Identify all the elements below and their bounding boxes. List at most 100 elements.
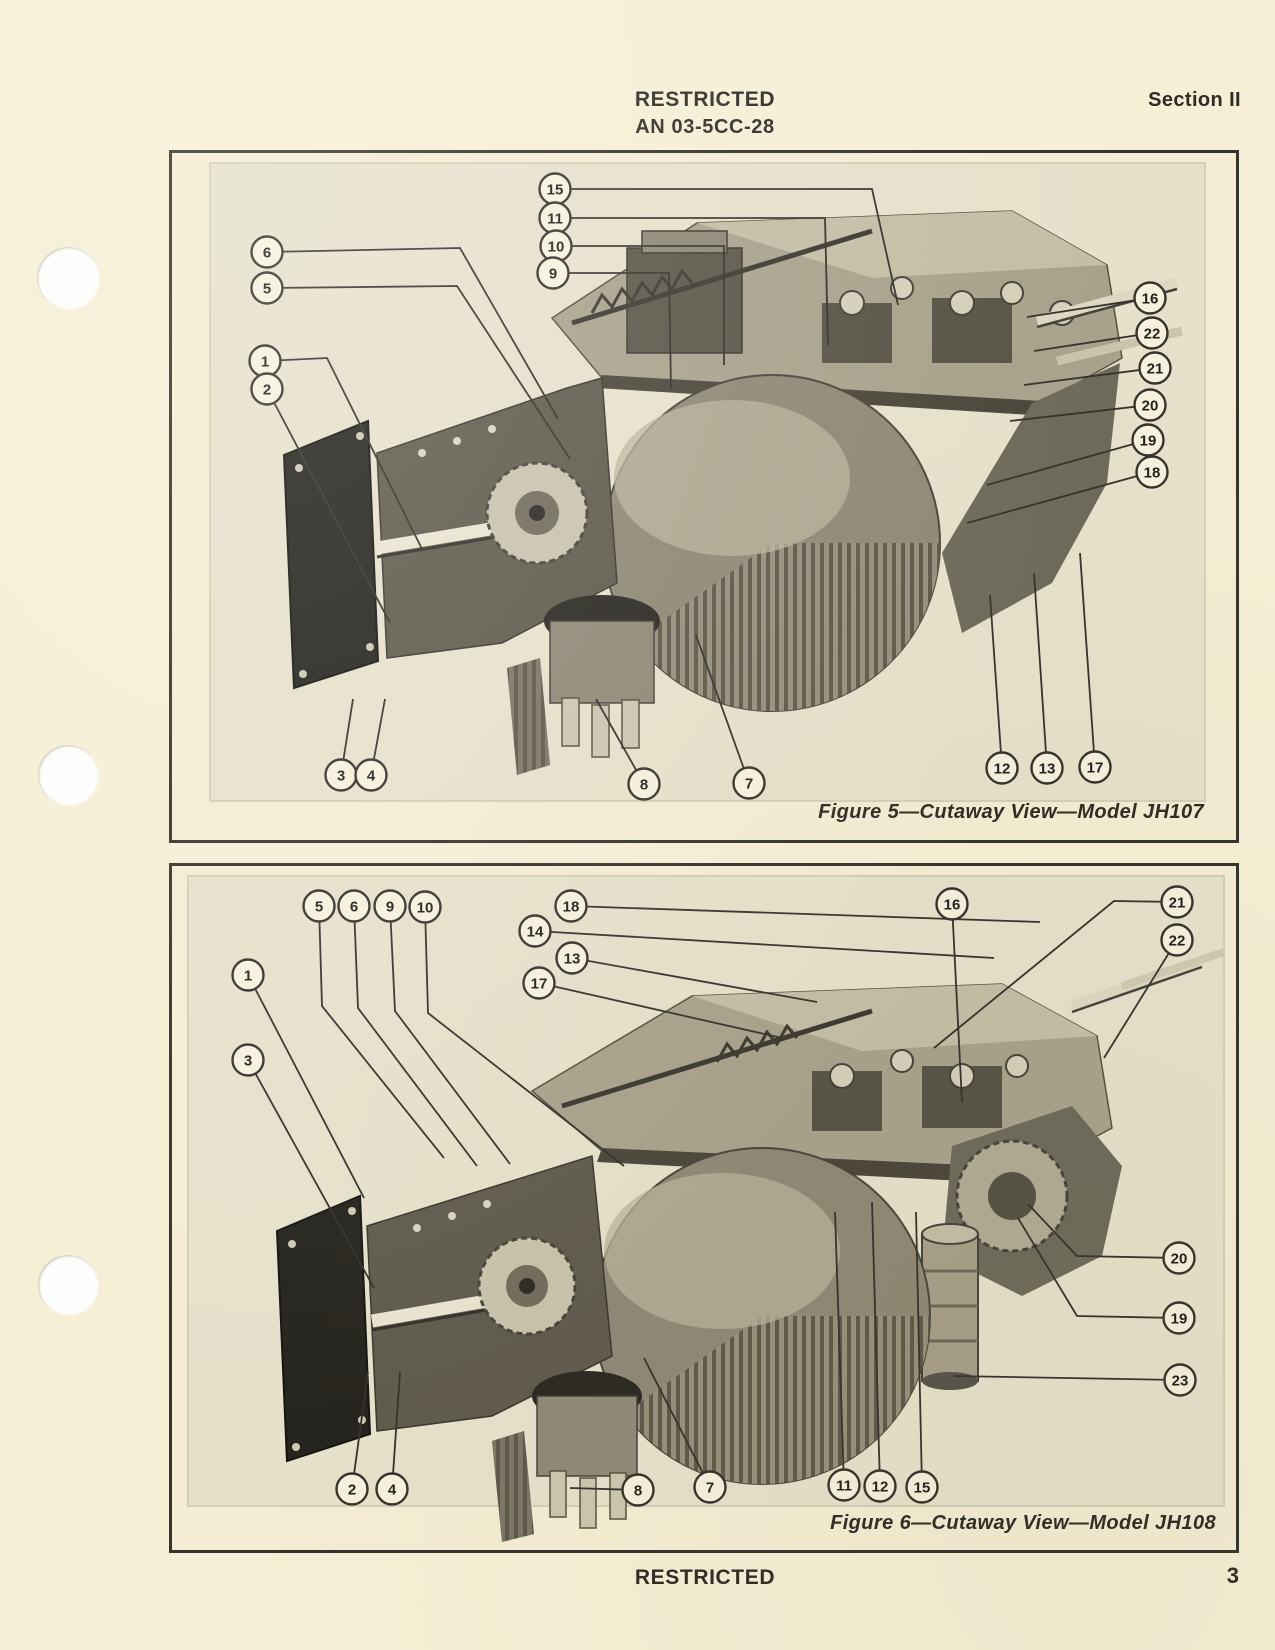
callout-leader-6	[353, 905, 478, 1167]
svg-text:21: 21	[1169, 895, 1186, 912]
svg-text:22: 22	[1169, 933, 1186, 950]
callout-leader-3	[247, 1059, 375, 1289]
callout-2: 2	[250, 372, 284, 406]
svg-text:5: 5	[315, 899, 323, 916]
callout-leader-21	[933, 900, 1178, 1049]
svg-text:5: 5	[263, 281, 271, 298]
callout-leader-18	[570, 905, 1041, 923]
callout-leader-5	[266, 285, 571, 460]
punch-hole-bottom	[38, 1255, 98, 1315]
callout-7: 7	[693, 1470, 727, 1504]
callout-leader-11	[555, 217, 829, 346]
svg-text:17: 17	[531, 976, 548, 993]
callout-13: 13	[555, 941, 589, 975]
callout-18: 18	[554, 889, 588, 923]
callout-leader-13	[1033, 572, 1048, 769]
svg-text:12: 12	[872, 1479, 889, 1496]
header-classification: RESTRICTED	[634, 88, 776, 111]
callout-6: 6	[250, 235, 284, 269]
callout-8: 8	[621, 1473, 655, 1507]
callout-11: 11	[538, 201, 572, 235]
callout-15: 15	[905, 1470, 939, 1504]
svg-text:7: 7	[745, 776, 753, 793]
callout-leader-15	[915, 1211, 923, 1488]
svg-text:21: 21	[1147, 361, 1164, 378]
svg-text:6: 6	[263, 245, 271, 262]
callout-leader-4	[391, 1371, 401, 1490]
punch-hole-middle	[38, 745, 98, 805]
callout-14: 14	[518, 914, 552, 948]
callout-10: 10	[408, 890, 442, 924]
callout-leader-2	[351, 1371, 369, 1490]
callout-leader-18	[966, 471, 1153, 524]
svg-text:9: 9	[386, 899, 394, 916]
svg-text:13: 13	[564, 951, 581, 968]
callout-5: 5	[250, 271, 284, 305]
footer-classification: RESTRICTED	[634, 1566, 776, 1589]
engine-illustration-jh108	[275, 948, 1226, 1542]
engine-illustration-jh107	[282, 210, 1184, 775]
svg-text:12: 12	[994, 761, 1011, 778]
svg-text:20: 20	[1171, 1251, 1188, 1268]
callout-19: 19	[1131, 423, 1165, 457]
callout-19: 19	[1162, 1301, 1196, 1335]
figure-6-caption: Figure 6—Cutaway View—Model JH108	[830, 1512, 1216, 1534]
callout-leader-19	[986, 439, 1149, 486]
svg-text:7: 7	[706, 1480, 714, 1497]
callout-16: 16	[935, 887, 969, 921]
callout-13: 13	[1030, 751, 1064, 785]
svg-text:11: 11	[836, 1478, 852, 1495]
svg-text:4: 4	[367, 768, 376, 785]
svg-text:9: 9	[549, 266, 557, 283]
svg-text:18: 18	[1144, 465, 1161, 482]
callout-2: 2	[335, 1472, 369, 1506]
callout-leader-10	[424, 906, 625, 1167]
callout-leader-17	[538, 982, 783, 1039]
svg-text:6: 6	[350, 899, 358, 916]
svg-text:4: 4	[388, 1482, 397, 1499]
callout-21: 21	[1160, 885, 1194, 919]
svg-text:14: 14	[527, 924, 544, 941]
callout-22: 22	[1160, 923, 1194, 957]
callout-7: 7	[732, 766, 766, 800]
callout-leader-20	[1009, 404, 1151, 422]
callout-leader-22	[1033, 332, 1153, 352]
callout-1: 1	[248, 344, 282, 378]
callout-8: 8	[627, 767, 661, 801]
svg-text:8: 8	[634, 1483, 642, 1500]
svg-text:3: 3	[337, 768, 345, 785]
callout-leader-7	[643, 1357, 711, 1488]
callout-leader-22	[1103, 939, 1178, 1059]
svg-text:10: 10	[417, 900, 434, 917]
callout-6: 6	[337, 889, 371, 923]
svg-text:19: 19	[1171, 1311, 1188, 1328]
callout-leader-12	[871, 1201, 881, 1487]
callout-leader-23	[953, 1375, 1181, 1381]
callout-10: 10	[539, 229, 573, 263]
callout-leader-20	[1027, 1203, 1180, 1259]
callout-4: 4	[375, 1472, 409, 1506]
header-doc-number: AN 03-5CC-28	[635, 116, 775, 138]
callout-5: 5	[302, 889, 336, 923]
page-number: 3	[1226, 1563, 1239, 1588]
svg-text:10: 10	[548, 239, 565, 256]
callout-leader-2	[266, 388, 391, 624]
svg-text:22: 22	[1144, 326, 1161, 343]
callout-23: 23	[1163, 1363, 1197, 1397]
callout-16: 16	[1133, 281, 1167, 315]
callout-17: 17	[1078, 750, 1112, 784]
callout-leader-1	[264, 357, 423, 550]
svg-text:8: 8	[640, 777, 648, 794]
callout-15: 15	[538, 172, 572, 206]
svg-text:1: 1	[261, 354, 269, 371]
svg-text:17: 17	[1087, 760, 1104, 777]
callout-leader-21	[1023, 367, 1156, 386]
svg-text:20: 20	[1142, 398, 1159, 415]
svg-text:16: 16	[944, 897, 961, 914]
callout-12: 12	[985, 751, 1019, 785]
callout-9: 9	[373, 889, 407, 923]
callout-9: 9	[536, 256, 570, 290]
callout-leader-14	[534, 930, 995, 959]
